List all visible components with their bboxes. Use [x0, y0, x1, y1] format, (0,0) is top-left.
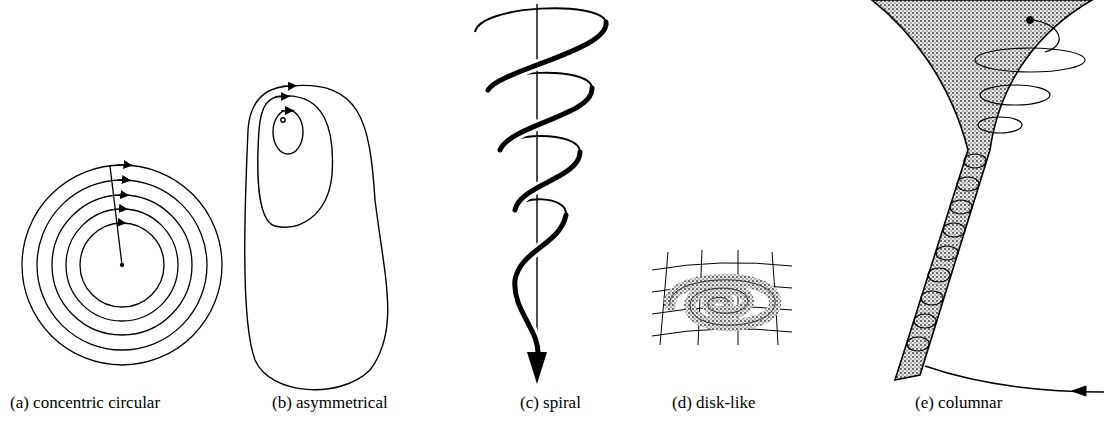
disk-vortex	[652, 250, 792, 345]
figure-caption: (d) disk-like	[672, 392, 756, 414]
figure-caption: (e) columnar	[915, 392, 1002, 414]
concentric-vortex	[22, 165, 222, 365]
figure-caption: (a) concentric circular	[10, 392, 168, 414]
figure-caption: (b) asymmetrical	[272, 392, 388, 414]
spiral-vortex	[475, 4, 606, 384]
columnar-vortex	[872, 0, 1104, 396]
asymmetrical-vortex	[245, 85, 388, 389]
figure-caption: (c) spiral	[520, 392, 581, 414]
